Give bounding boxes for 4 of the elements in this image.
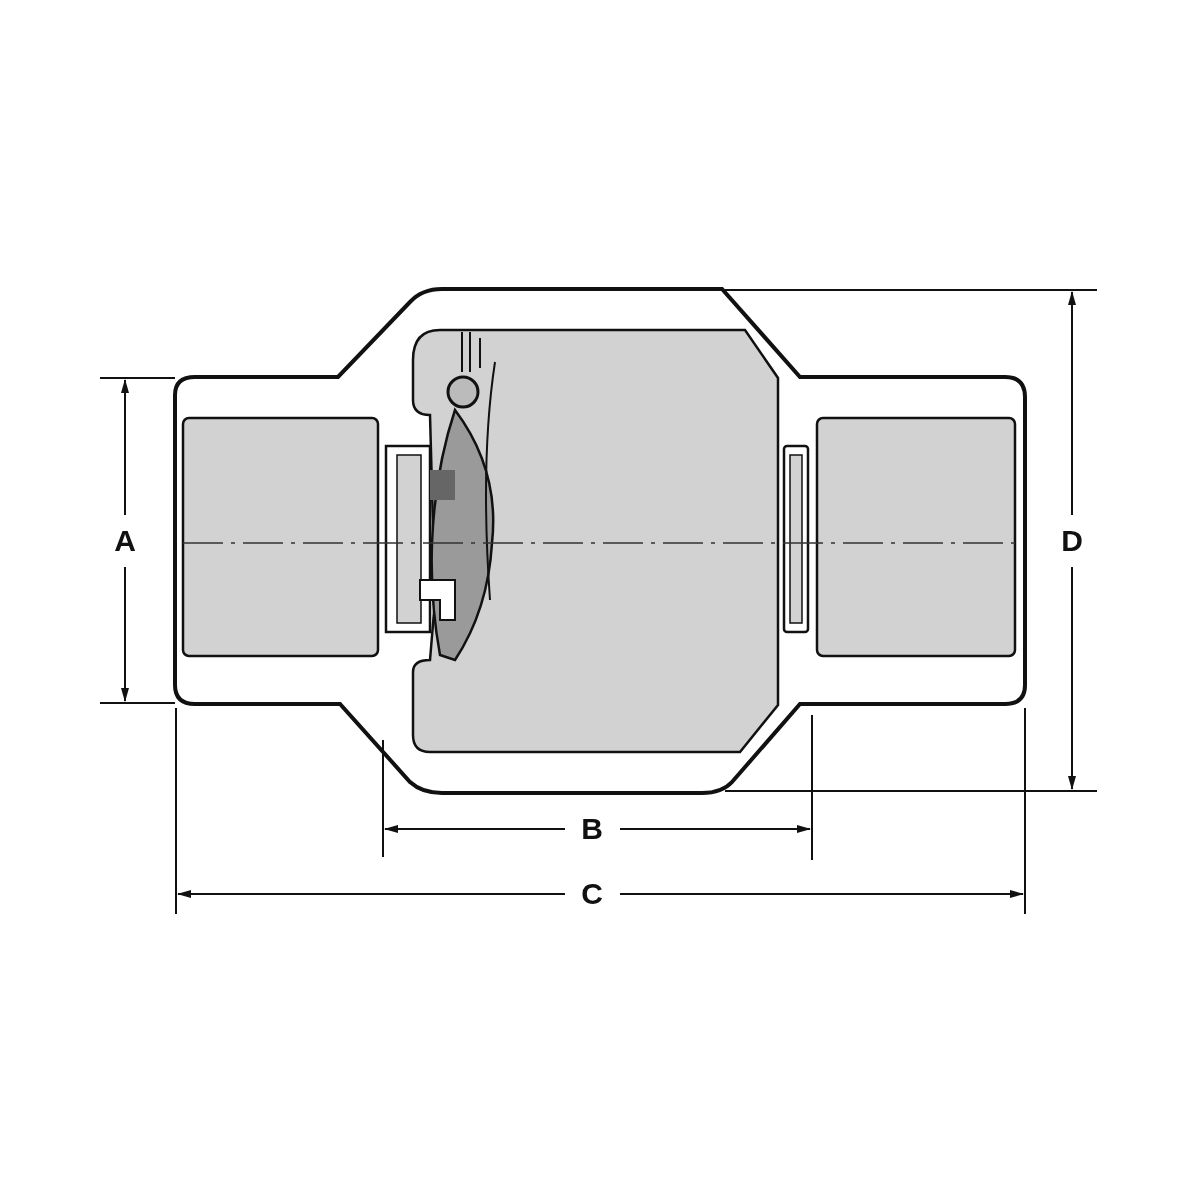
dimension-label: D — [1061, 526, 1083, 556]
dimension-label: A — [114, 526, 136, 556]
dimension-label: C — [581, 879, 603, 909]
dimension-label: B — [581, 814, 603, 844]
